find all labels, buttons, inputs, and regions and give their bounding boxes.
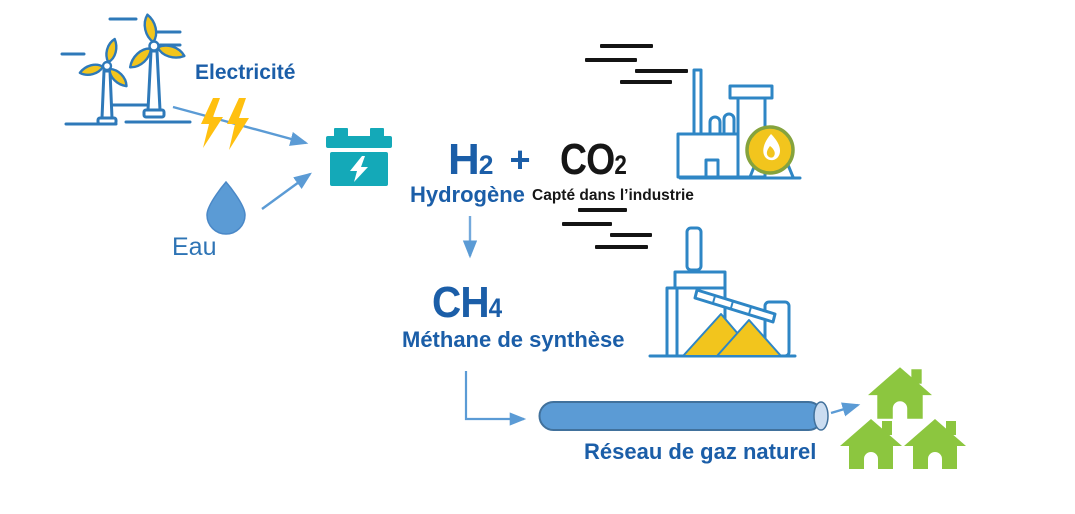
h2-subscript: 2 (478, 150, 494, 180)
co2-caption: Capté dans l’industrie (532, 187, 694, 204)
co2-symbol: CO2 (560, 138, 627, 182)
arrow-pipe-to-houses (830, 402, 861, 417)
electricity-label: Electricité (195, 61, 296, 84)
house-icon-left (840, 419, 902, 469)
smoke-line (578, 208, 627, 212)
water-drop-icon (206, 180, 246, 235)
house-icon-top (868, 367, 932, 419)
smoke-line (600, 44, 653, 48)
ch4-symbol: CH4 (432, 281, 502, 325)
smoke-line (562, 222, 612, 226)
electrolyzer-battery-icon (326, 128, 392, 186)
industry-factory-icon (676, 68, 802, 180)
co2-subscript: 2 (614, 150, 627, 180)
lightning-bolts-icon (201, 98, 249, 150)
arrow-ch4-to-pipe (464, 371, 527, 426)
methanation-plant-icon (648, 226, 797, 358)
house-icon-right (904, 419, 966, 469)
arrow-water-to-electrolyzer (261, 172, 312, 210)
smoke-line (620, 80, 672, 84)
smoke-line (635, 69, 688, 73)
smoke-line (585, 58, 637, 62)
gas-pipe-icon (538, 401, 829, 431)
co2-main: CO (560, 135, 615, 184)
methane-caption: Méthane de synthèse (402, 327, 625, 352)
hydrogen-caption: Hydrogène (410, 182, 525, 207)
smoke-line (610, 233, 652, 237)
h2-main: H (448, 135, 480, 184)
ch4-main: CH (432, 278, 490, 327)
gas-network-label: Réseau de gaz naturel (584, 439, 817, 464)
ch4-subscript: 4 (488, 293, 503, 323)
h2-symbol: H2 + (448, 135, 531, 184)
water-label: Eau (172, 233, 217, 261)
wind-turbines-icon (60, 13, 192, 126)
smoke-line (595, 245, 648, 249)
plus-sign: + (509, 139, 530, 180)
